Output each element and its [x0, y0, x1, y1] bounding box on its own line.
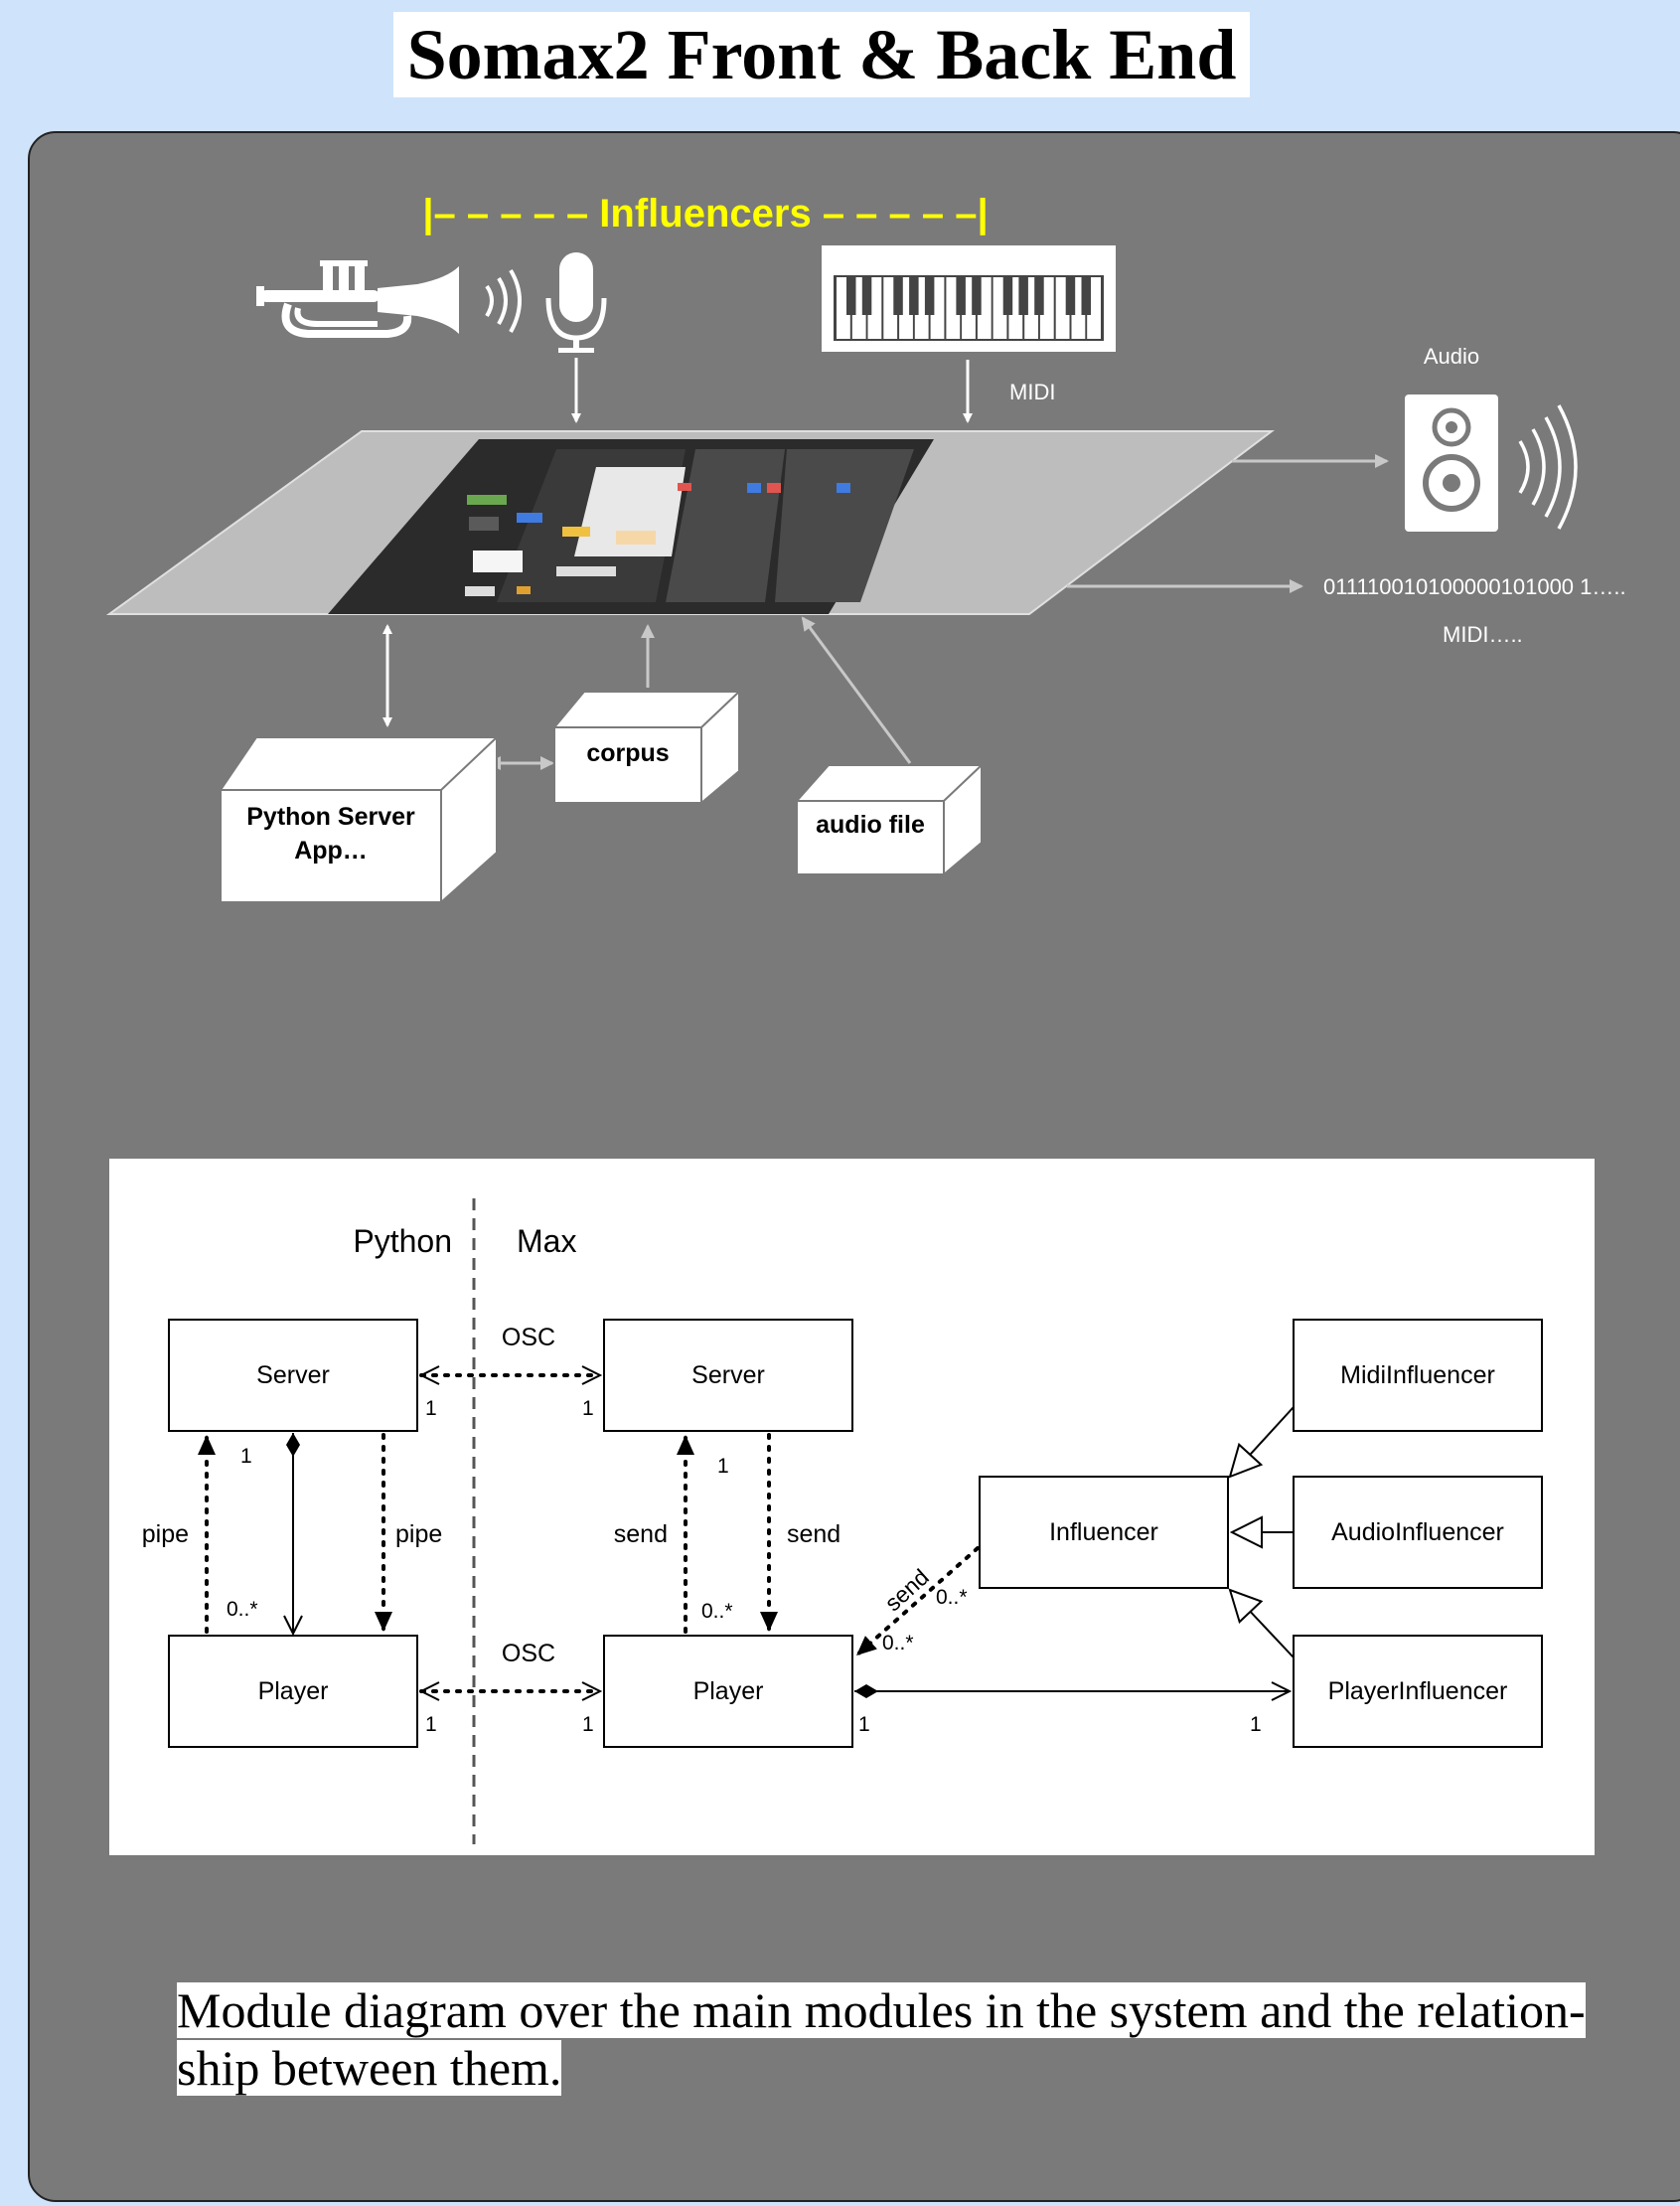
mult-label: 1	[1250, 1713, 1262, 1736]
piano-black-key	[1065, 277, 1076, 315]
python-server-label-2: App…	[294, 837, 368, 865]
send-right-label: send	[787, 1520, 840, 1548]
microphone-icon	[545, 252, 607, 353]
piano-black-key	[1081, 277, 1091, 315]
svg-text:Server: Server	[691, 1361, 765, 1389]
svg-text:MidiInfluencer: MidiInfluencer	[1340, 1361, 1495, 1389]
uml-diagram: Python Max Server Player Server Player I…	[109, 1159, 1595, 1855]
max-player-class: Player	[603, 1635, 853, 1748]
python-header: Python	[353, 1223, 452, 1259]
audio-file-box: audio file	[794, 762, 985, 877]
piano-black-key	[972, 277, 982, 315]
send-influencer-link	[854, 1546, 980, 1657]
mult-label: 1	[582, 1713, 594, 1736]
mult-label: 1	[858, 1713, 870, 1736]
max-header: Max	[517, 1223, 576, 1259]
influencers-label: |– – – – – Influencers – – – – –|	[422, 192, 988, 236]
mult-label: 1	[240, 1445, 252, 1468]
piano-black-key	[1034, 277, 1044, 315]
send-diag-label: send	[879, 1564, 933, 1617]
player-influencer-class: PlayerInfluencer	[1293, 1635, 1543, 1748]
python-server-box: Python Server App…	[219, 734, 499, 905]
max-patch-screenshot	[328, 439, 934, 614]
py-player-class: Player	[168, 1635, 418, 1748]
svg-text:Server: Server	[256, 1361, 330, 1389]
piano-black-key	[861, 277, 872, 315]
mult-label: 0..*	[701, 1600, 733, 1623]
mult-label: 1	[717, 1455, 729, 1478]
svg-text:Player: Player	[258, 1677, 329, 1705]
piano-black-key	[846, 277, 856, 315]
osc-top-label: OSC	[502, 1324, 555, 1351]
py-server-class: Server	[168, 1319, 418, 1432]
binary-output-text: 011110010100000101000 1…..	[1323, 574, 1626, 599]
player-generalization	[1230, 1590, 1295, 1658]
page-title: Somax2 Front & Back End	[393, 12, 1250, 97]
corpus-box: corpus	[551, 689, 742, 806]
piano-black-key	[893, 277, 903, 315]
piano-black-key	[924, 277, 935, 315]
audio-file-arrow	[801, 616, 912, 764]
midi-label: MIDI	[1009, 380, 1055, 404]
pipe-right-label: pipe	[395, 1520, 442, 1548]
python-server-label: Python Server	[246, 803, 415, 831]
mult-label: 0..*	[936, 1586, 968, 1609]
mult-label: 1	[582, 1397, 594, 1420]
piano-black-key	[956, 277, 966, 315]
sound-waves-icon	[485, 268, 522, 333]
piano-black-key	[1002, 277, 1013, 315]
mult-label: 0..*	[227, 1598, 258, 1621]
svg-text:AudioInfluencer: AudioInfluencer	[1331, 1518, 1504, 1546]
max-server-class: Server	[603, 1319, 853, 1432]
midi-influencer-class: MidiInfluencer	[1293, 1319, 1543, 1432]
midi-generalization	[1230, 1406, 1295, 1477]
speaker-icon	[1405, 394, 1498, 532]
mult-label: 1	[425, 1397, 437, 1420]
svg-text:Influencer: Influencer	[1049, 1518, 1158, 1546]
corpus-label: corpus	[586, 739, 669, 767]
trumpet-icon	[256, 260, 459, 338]
influencer-class: Influencer	[979, 1476, 1229, 1589]
figure-caption: Module diagram over the main modules in …	[177, 1981, 1632, 2097]
svg-text:Player: Player	[693, 1677, 764, 1705]
svg-text:PlayerInfluencer: PlayerInfluencer	[1328, 1677, 1508, 1705]
audio-file-label: audio file	[816, 811, 925, 839]
piano-black-key	[1018, 277, 1028, 315]
pipe-left-label: pipe	[142, 1520, 189, 1548]
audio-influencer-class: AudioInfluencer	[1293, 1476, 1543, 1589]
caption-text: Module diagram over the main modules in …	[177, 1982, 1586, 2096]
mult-label: 0..*	[882, 1632, 914, 1654]
osc-bottom-label: OSC	[502, 1640, 555, 1667]
piano-black-key	[909, 277, 919, 315]
send-left-label: send	[614, 1520, 668, 1548]
midi-output-text: MIDI…..	[1443, 622, 1523, 647]
keyboard-icon	[822, 245, 1116, 352]
sound-waves-icon	[1518, 404, 1578, 530]
mult-label: 1	[425, 1713, 437, 1736]
audio-label: Audio	[1424, 344, 1479, 369]
